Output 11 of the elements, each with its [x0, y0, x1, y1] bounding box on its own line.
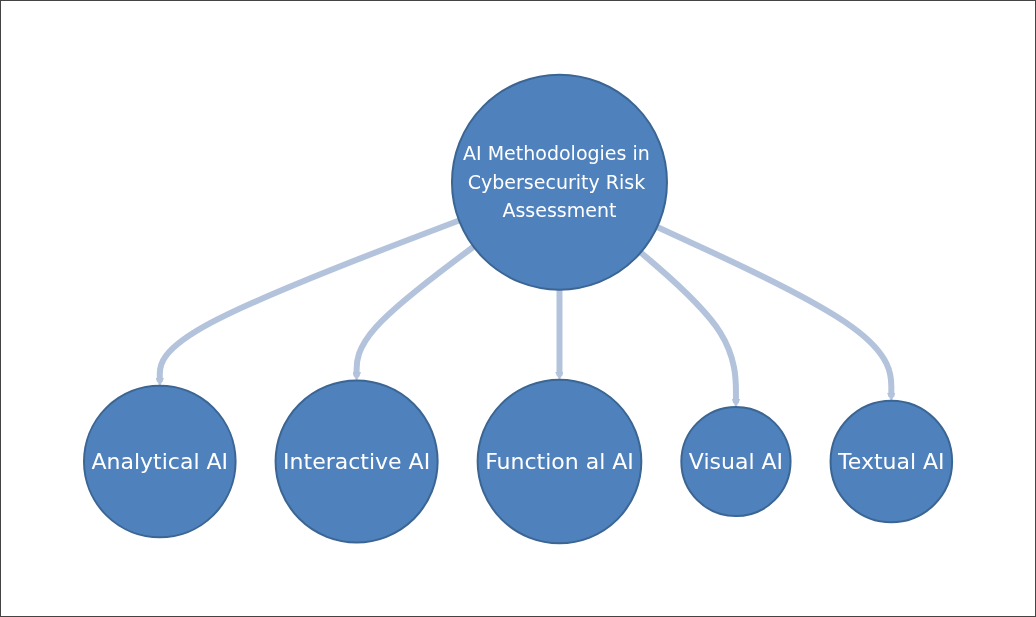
arrow [555, 289, 564, 380]
node-circle: Interactive AI [274, 379, 439, 543]
arrow [638, 249, 741, 407]
node-circle: Analytical AI [82, 384, 237, 538]
node-circle: Function al AI [476, 378, 643, 544]
arrow [655, 223, 896, 401]
node-circle: AI Methodologies in Cybersecurity Risk Assessment [450, 73, 668, 291]
arrow [352, 243, 476, 381]
node-circle: Textual AI [829, 399, 954, 523]
node-circle: Visual AI [680, 405, 792, 517]
arrow [155, 217, 461, 386]
